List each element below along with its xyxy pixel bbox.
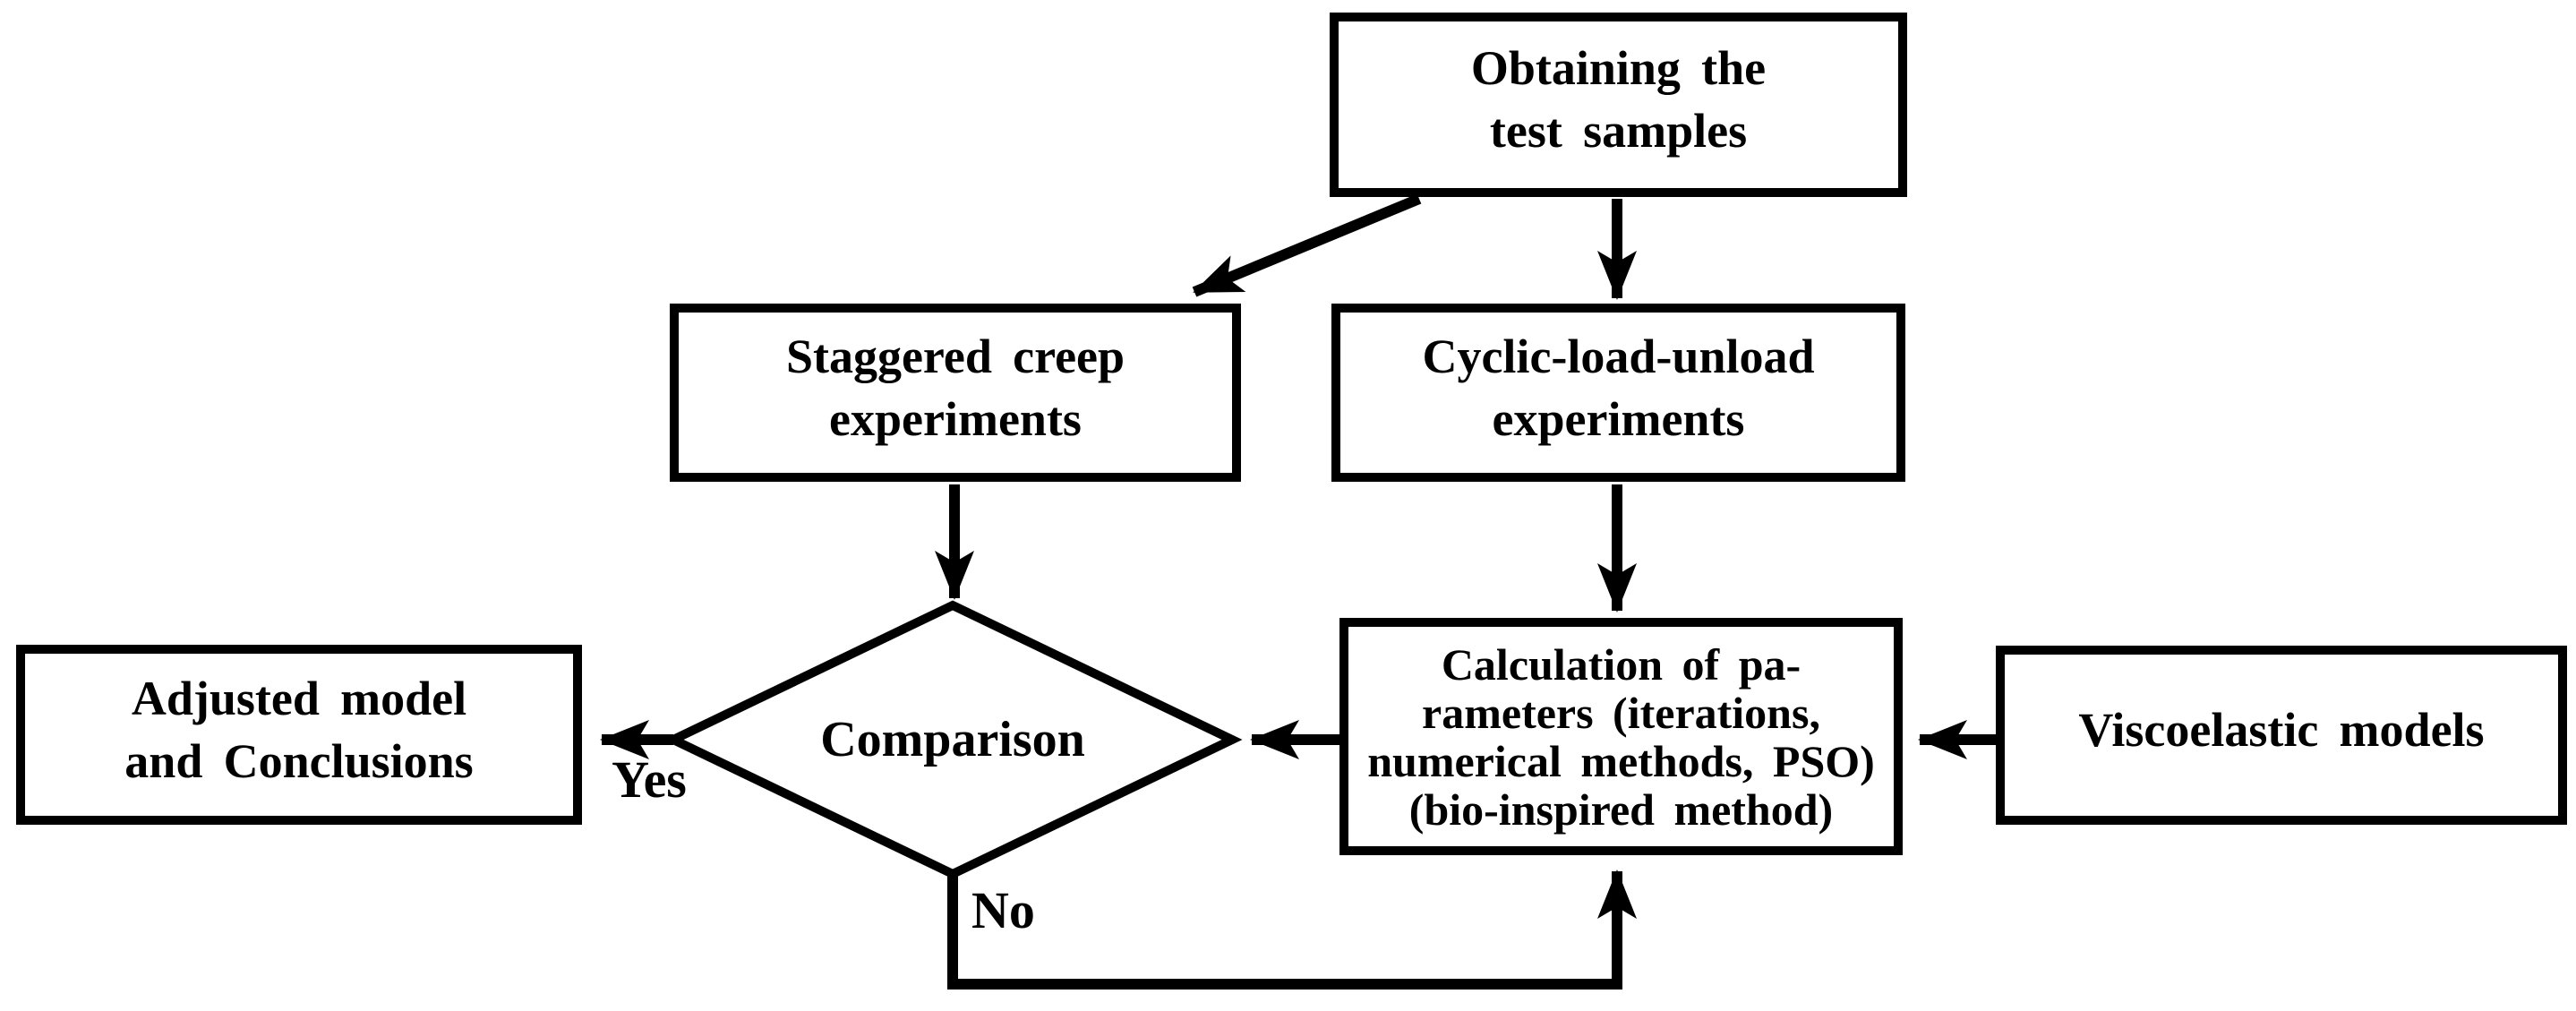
node-cyclic-load-unload: Cyclic-load-unload experiments xyxy=(1331,304,1905,482)
node-label-line: experiments xyxy=(829,391,1082,446)
arrow-comparison-no-loop xyxy=(947,870,1637,990)
node-label-line: Viscoelastic models xyxy=(2078,703,2485,757)
node-staggered-creep: Staggered creep experiments xyxy=(670,304,1241,482)
node-label-line: (bio-inspired method) xyxy=(1408,784,1834,835)
arrow-obtaining-to-staggered xyxy=(1192,193,1422,297)
edge-label-yes: Yes xyxy=(612,750,687,809)
node-comparison-label: Comparison xyxy=(820,712,1085,767)
node-label-line: numerical methods, PSO) xyxy=(1367,735,1875,786)
edge-label-no: No xyxy=(971,881,1035,939)
node-obtaining-samples: Obtaining the test samples xyxy=(1330,13,1907,197)
comparison-diamond xyxy=(663,600,1243,879)
node-calculation-of-parameters: Calculation of pa- rameters (iterations,… xyxy=(1339,618,1903,855)
node-label-line: Adjusted model xyxy=(131,671,467,725)
node-label-line: Staggered creep xyxy=(785,329,1125,383)
node-label-line: Calculation of pa- xyxy=(1441,638,1801,690)
node-adjusted-model: Adjusted model and Conclusions xyxy=(16,645,582,825)
node-label-line: and Conclusions xyxy=(124,733,474,788)
node-label-line: Obtaining the xyxy=(1470,41,1767,95)
node-label-line: test samples xyxy=(1489,104,1748,158)
node-label-line: rameters (iterations, xyxy=(1422,687,1820,738)
node-viscoelastic-models: Viscoelastic models xyxy=(1996,646,2567,825)
node-label-line: Cyclic-load-unload xyxy=(1422,329,1815,383)
node-label-line: experiments xyxy=(1492,391,1745,446)
